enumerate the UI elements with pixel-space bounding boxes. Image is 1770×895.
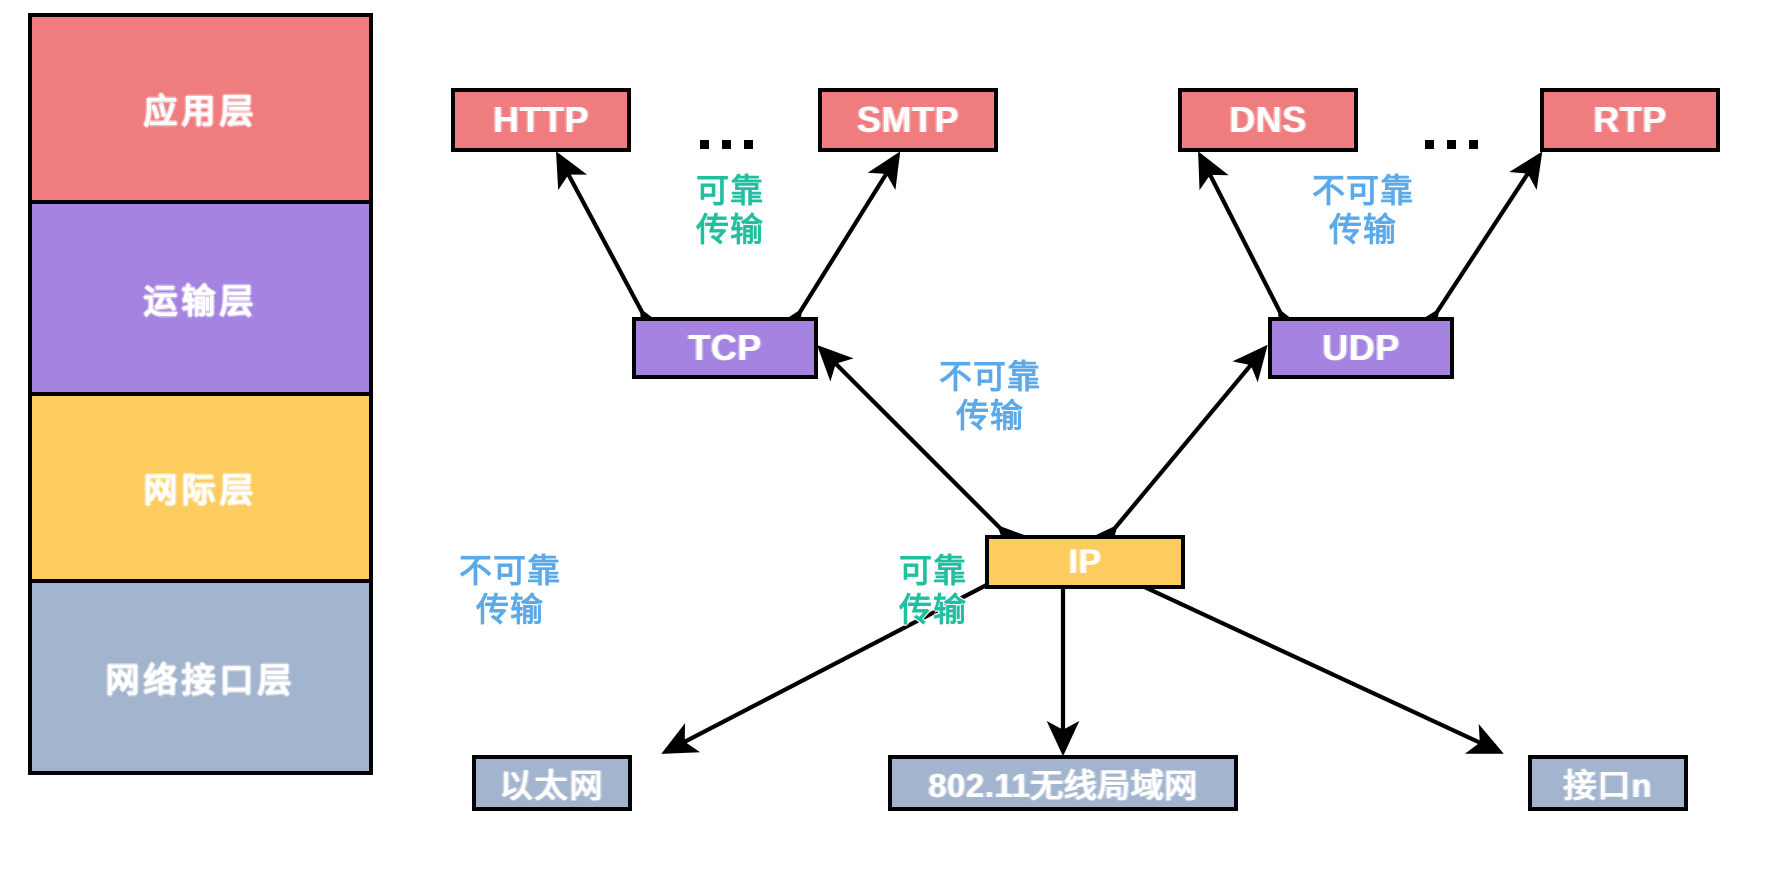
node-smtp[interactable]: SMTP bbox=[818, 88, 998, 152]
annotation-ip-line2: 传输 bbox=[956, 396, 1024, 434]
node-tcp-label: TCP bbox=[688, 327, 762, 368]
edge-ip-udp bbox=[1082, 344, 1268, 563]
annotation-tcp-reliable: 可靠 传输 bbox=[655, 172, 805, 250]
node-udp-label: UDP bbox=[1322, 327, 1400, 368]
node-ip[interactable]: IP bbox=[985, 535, 1185, 589]
ellipsis-dot bbox=[1425, 140, 1434, 149]
edge-ip-ifn bbox=[1089, 550, 1504, 754]
node-rtp[interactable]: RTP bbox=[1540, 88, 1720, 152]
node-ethernet-label: 以太网 bbox=[499, 767, 605, 804]
node-udp[interactable]: UDP bbox=[1268, 317, 1454, 379]
edge-tcp-http bbox=[556, 151, 672, 348]
ellipsis-dot bbox=[1447, 140, 1456, 149]
node-wlan-label: 802.11无线局域网 bbox=[928, 767, 1198, 804]
edge-ip-ethernet bbox=[661, 549, 1036, 754]
node-wlan[interactable]: 802.11无线局域网 bbox=[888, 755, 1238, 811]
annotation-ethernet-unreliable: 不可靠 传输 bbox=[415, 552, 605, 630]
ellipsis-dot bbox=[744, 140, 753, 149]
layer-application: 应用层 bbox=[32, 17, 369, 204]
annotation-wlan-reliable: 可靠 传输 bbox=[858, 552, 1008, 630]
edge-udp-dns bbox=[1198, 151, 1309, 348]
node-interface-n[interactable]: 接口n bbox=[1528, 755, 1688, 811]
annotation-tcp-line2: 传输 bbox=[696, 210, 764, 248]
node-dns[interactable]: DNS bbox=[1178, 88, 1358, 152]
edge-udp-rtp bbox=[1406, 151, 1543, 347]
ellipsis-app-left bbox=[700, 140, 753, 149]
ellipsis-dot bbox=[1469, 140, 1478, 149]
annotation-tcp-line1: 可靠 bbox=[696, 172, 764, 209]
layer-network-interface: 网络接口层 bbox=[32, 583, 369, 771]
layer-transport-label: 运输层 bbox=[143, 282, 258, 321]
edge-tcp-smtp bbox=[769, 151, 901, 348]
node-http-label: HTTP bbox=[493, 99, 589, 140]
node-smtp-label: SMTP bbox=[856, 99, 959, 140]
edge-ip-tcp bbox=[817, 345, 1034, 562]
layer-network-interface-label: 网络接口层 bbox=[105, 661, 296, 700]
annotation-udp-unreliable: 不可靠 传输 bbox=[1268, 172, 1458, 250]
layer-stack: 应用层 运输层 网际层 网络接口层 bbox=[28, 13, 373, 775]
ellipsis-dot bbox=[722, 140, 731, 149]
annotation-ethernet-line2: 传输 bbox=[476, 590, 544, 628]
annotation-ip-line1: 不可靠 bbox=[939, 358, 1041, 395]
annotation-wlan-line2: 传输 bbox=[899, 590, 967, 628]
layer-internet: 网际层 bbox=[32, 396, 369, 583]
layer-transport: 运输层 bbox=[32, 204, 369, 396]
layer-internet-label: 网际层 bbox=[143, 472, 258, 510]
layer-application-label: 应用层 bbox=[143, 93, 258, 131]
ellipsis-app-right bbox=[1425, 140, 1478, 149]
annotation-udp-line2: 传输 bbox=[1329, 210, 1397, 248]
node-ethernet[interactable]: 以太网 bbox=[472, 755, 632, 811]
annotation-ethernet-line1: 不可靠 bbox=[459, 552, 561, 589]
node-tcp[interactable]: TCP bbox=[632, 317, 818, 379]
node-http[interactable]: HTTP bbox=[451, 88, 631, 152]
annotation-wlan-line1: 可靠 bbox=[899, 552, 967, 589]
node-rtp-label: RTP bbox=[1593, 99, 1667, 140]
ellipsis-dot bbox=[700, 140, 709, 149]
node-ip-label: IP bbox=[1068, 542, 1102, 581]
annotation-ip-unreliable: 不可靠 传输 bbox=[895, 358, 1085, 436]
annotation-udp-line1: 不可靠 bbox=[1312, 172, 1414, 209]
node-interface-n-label: 接口n bbox=[1563, 767, 1653, 804]
node-dns-label: DNS bbox=[1229, 99, 1307, 140]
